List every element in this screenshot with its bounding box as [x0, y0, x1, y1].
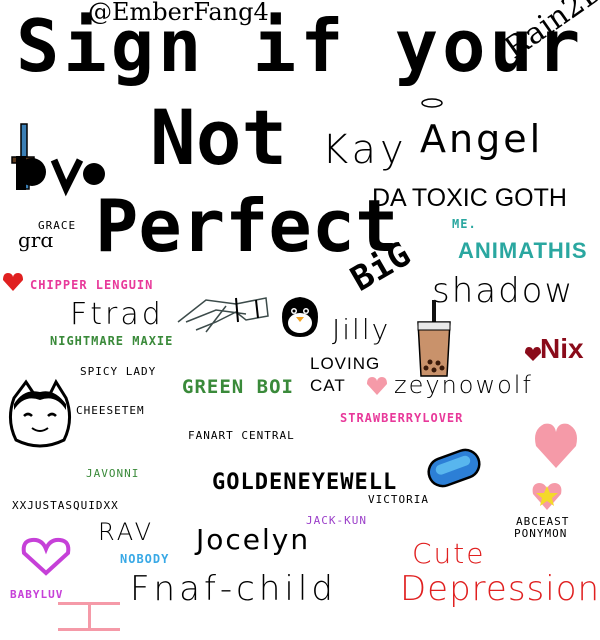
- signature-me: ME.: [452, 217, 477, 231]
- scribble-doodle: [177, 297, 269, 333]
- signature-xxjustasquidxx: XXJUSTASQUIDXX: [12, 499, 119, 512]
- signature-rav: RAV: [98, 518, 155, 546]
- signature-animathis: ANIMATHIS: [458, 238, 588, 263]
- signature-da-toxic-goth: DA TOXIC GOTH: [372, 184, 567, 212]
- headline-line2: Not: [150, 93, 288, 182]
- signature-jilly: Jilly: [332, 313, 391, 346]
- signature-spicy-lady: SPICY LADY: [80, 365, 157, 378]
- heart-icon: [525, 347, 541, 361]
- signature-cute: Cute: [412, 537, 486, 570]
- signature-gr: grɑ: [18, 228, 54, 252]
- signature-loving-cat: LOVING CAT: [310, 354, 381, 396]
- headline-line3: Perfect: [95, 184, 399, 268]
- heart-icon: [3, 273, 23, 291]
- signature-babyluv: BABYLUV: [10, 588, 64, 601]
- signature-fted: Ftrad: [70, 297, 164, 332]
- heart-outline-icon: [21, 537, 71, 576]
- star-heart-icon: [532, 483, 562, 510]
- signature-jocelyn: Jocelyn: [196, 523, 311, 556]
- black-letters-mark: [16, 156, 105, 197]
- halo-icon: [421, 98, 443, 108]
- heart-icon: [367, 377, 387, 395]
- signature-green-boi: GREEN BOI: [182, 376, 294, 398]
- signature-fnaf-child: Fnaf-child: [130, 569, 337, 609]
- signature-goldeneyewell: GOLDENEYEWELL: [212, 470, 398, 495]
- signature-zeyno-wolf: zeynowolf: [394, 371, 533, 399]
- signature-ponymon: PONYMON: [514, 527, 568, 540]
- signature-jack-kun: JACK-KUN: [306, 514, 367, 527]
- signature-victoria: VICTORIA: [368, 493, 429, 506]
- signature-abceast: ABCEAST: [516, 515, 570, 528]
- signature-angel: Angel: [420, 117, 544, 161]
- signature-nobody: NOBODY: [120, 552, 170, 566]
- signature-nightmare-maxie: NIGHTMARE MAXIE: [50, 334, 174, 348]
- signature-emberfang: @EmberFang4: [88, 0, 269, 26]
- signature-javonni: JAVONNI: [86, 467, 140, 480]
- heart-icon: [535, 423, 577, 468]
- penguin-icon: [282, 297, 318, 337]
- signature-depression: Depression: [400, 569, 600, 609]
- bubble-tea-icon: [417, 300, 451, 377]
- signature-grace: GRACE: [38, 219, 77, 232]
- pink-i-mark: [58, 602, 120, 631]
- signature-shadow: shadow: [432, 271, 575, 311]
- blue-pill-icon: [427, 448, 481, 488]
- signature-nix: Nix: [540, 333, 584, 364]
- signature-chipper-lenguin: CHIPPER LENGUIN: [30, 278, 154, 292]
- signature-kay: Kay: [322, 127, 408, 173]
- signature-strawberrylover: STRAWBERRYLOVER: [340, 411, 464, 425]
- dog-face-icon: [9, 378, 71, 448]
- headline-line1: Sign if your: [16, 4, 585, 88]
- signature-cheesetem: CHEESETEM: [76, 404, 145, 417]
- signature-fanart-central: FANART CENTRAL: [188, 429, 295, 442]
